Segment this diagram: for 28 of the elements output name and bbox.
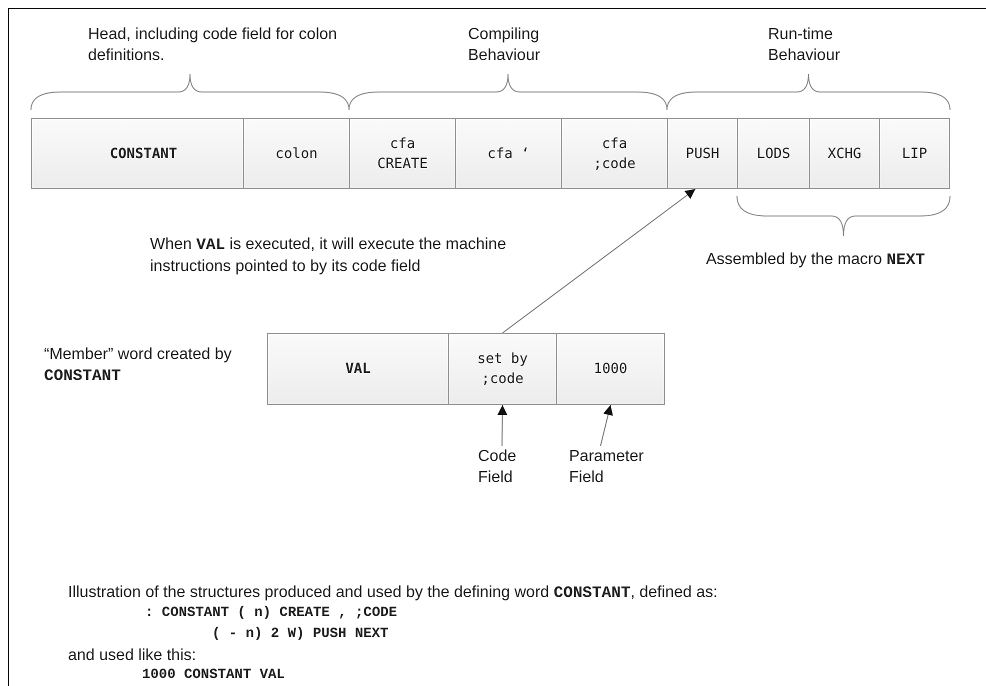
code-line: : CONSTANT ( n) CREATE , ;CODE — [145, 604, 398, 623]
arrow — [600, 404, 613, 446]
annotation-text: Run-time Behaviour — [768, 25, 842, 66]
memory-cell: LIP — [879, 118, 950, 189]
arrow — [497, 404, 508, 446]
field-label: Parameter Field — [569, 446, 659, 492]
annotation-text: Compiling Behaviour — [468, 25, 542, 66]
memory-cell: LODS — [737, 118, 810, 189]
memory-cell: 1000 — [556, 333, 665, 405]
annotation-text: and used like this: — [68, 646, 196, 666]
annotation-text: Assembled by the macro NEXT — [706, 250, 925, 271]
annotation-text: Illustration of the structures produced and used by the defining word CONSTANT, defined as: — [68, 583, 718, 604]
arrow — [502, 188, 696, 334]
code-line: 1000 CONSTANT VAL — [142, 666, 285, 685]
memory-cell: cfa CREATE — [349, 118, 456, 189]
annotation-text: “Member” word created by CONSTANT — [44, 345, 233, 387]
code-line: ( - n) 2 W) PUSH NEXT — [212, 625, 388, 644]
annotation-text: When VAL is executed, it will execute the machine instructions pointed to by its code field — [150, 235, 508, 277]
annotation-text: Head, including code field for colon definitions. — [88, 25, 338, 66]
memory-cell: VAL — [267, 333, 449, 405]
memory-cell: cfa ‘ — [455, 118, 562, 189]
field-label: Code Field — [478, 446, 538, 492]
memory-cell: set by ;code — [448, 333, 557, 405]
memory-cell: cfa ;code — [561, 118, 668, 189]
memory-cell: XCHG — [809, 118, 880, 189]
memory-cell: CONSTANT — [31, 118, 244, 189]
memory-cell: PUSH — [667, 118, 738, 189]
memory-cell: colon — [243, 118, 350, 189]
